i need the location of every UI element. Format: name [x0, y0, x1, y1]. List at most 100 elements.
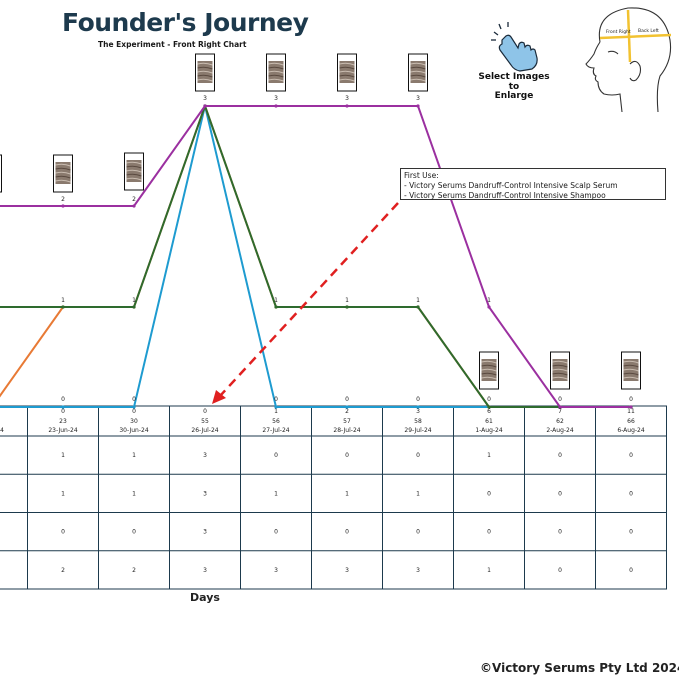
hair-thumbnail[interactable]	[0, 154, 2, 193]
table-cell: 0	[629, 567, 633, 574]
table-cell: 2	[132, 567, 136, 574]
axis-value-label: 0	[132, 408, 136, 415]
head-label-back-left: Back Left	[638, 28, 659, 34]
point-label: 0	[558, 396, 562, 403]
table-cell: 3	[203, 529, 207, 536]
series-point	[487, 305, 491, 309]
hair-thumbnail[interactable]	[550, 351, 570, 390]
series-point	[629, 405, 633, 409]
series-line	[0, 105, 631, 408]
table-cell: 3	[416, 567, 420, 574]
table-cell: 0	[558, 490, 562, 497]
x-axis-label: Days	[190, 591, 220, 604]
axis-value-label: 6	[487, 408, 491, 415]
table-cell: 0	[629, 529, 633, 536]
point-label: 2	[61, 196, 65, 203]
head-profile-icon: Front Right Back Left	[585, 7, 672, 113]
day-number-label: 58	[414, 418, 422, 425]
annotation-line-1: First Use:	[404, 171, 439, 180]
hair-thumbnail[interactable]	[479, 351, 499, 390]
pointing-hand-icon[interactable]	[486, 20, 542, 72]
first-use-annotation: First Use: - Victory Serums Dandruff-Con…	[400, 168, 666, 200]
point-label: 1	[487, 297, 491, 304]
table-cell: 3	[203, 452, 207, 459]
table-cell: 0	[558, 452, 562, 459]
table-cell: 3	[274, 567, 278, 574]
date-label: 23-Jun-24	[48, 427, 77, 434]
select-line-3: Enlarge	[494, 91, 534, 101]
date-label: 29-Jul-24	[404, 427, 431, 434]
axis-value-label: 3	[416, 408, 420, 415]
point-label: 1	[132, 297, 136, 304]
table-cell: 0	[629, 490, 633, 497]
table-cell: 3	[203, 490, 207, 497]
day-number-label: 57	[343, 418, 351, 425]
table-cell: 1	[61, 452, 65, 459]
point-label: 0	[416, 396, 420, 403]
table-cell: 0	[487, 490, 491, 497]
date-label: 6-Aug-24	[617, 427, 645, 434]
axis-value-label: 0	[61, 408, 65, 415]
date-label: 1-Aug-24	[475, 427, 503, 434]
hair-thumbnail[interactable]	[266, 53, 286, 92]
point-label: 1	[345, 297, 349, 304]
day-number-label: 55	[201, 418, 209, 425]
point-label: 1	[416, 297, 420, 304]
hair-thumbnail[interactable]	[337, 53, 357, 92]
table-cell: 0	[416, 529, 420, 536]
table-cell: 1	[61, 490, 65, 497]
table-cell: 1	[132, 452, 136, 459]
series-point	[416, 405, 420, 409]
series-point	[203, 104, 207, 108]
hair-thumbnail[interactable]	[408, 53, 428, 92]
day-number-label: 61	[485, 418, 493, 425]
select-line-1: Select Images	[478, 72, 550, 82]
point-label: 3	[416, 95, 420, 102]
series-point	[61, 204, 65, 208]
day-number-label: 66	[627, 418, 635, 425]
series-point	[345, 405, 349, 409]
annotation-line-3: - Victory Serums Dandruff-Control Intens…	[404, 191, 606, 200]
hair-thumbnail[interactable]	[621, 351, 641, 390]
table-cell: 1	[274, 490, 278, 497]
point-label: 1	[61, 297, 65, 304]
head-label-front-right: Front Right	[606, 29, 631, 35]
date-label: 30-Jun-24	[119, 427, 148, 434]
table-cell: 0	[558, 567, 562, 574]
point-label: 0	[61, 396, 65, 403]
point-label: 0	[274, 396, 278, 403]
page-subtitle: The Experiment - Front Right Chart	[98, 40, 247, 49]
table-cell: 1	[345, 490, 349, 497]
day-number-label: 56	[272, 418, 280, 425]
point-label: 3	[203, 95, 207, 102]
axis-value-label: 1	[274, 408, 278, 415]
day-number-label: 30	[130, 418, 138, 425]
table-cell: 0	[61, 529, 65, 536]
hair-thumbnail[interactable]	[124, 152, 144, 191]
series-point	[61, 405, 65, 409]
table-cell: 1	[487, 567, 491, 574]
hair-thumbnail[interactable]	[53, 154, 73, 193]
point-label: 0	[132, 396, 136, 403]
page-title: Founder's Journey	[62, 8, 309, 37]
date-label: 24	[0, 427, 4, 434]
series-point	[132, 405, 136, 409]
point-label: 3	[274, 95, 278, 102]
table-cell: 0	[274, 529, 278, 536]
series-point	[132, 204, 136, 208]
series-point	[274, 104, 278, 108]
point-label: 1	[274, 297, 278, 304]
series-point	[132, 305, 136, 309]
point-label: 0	[487, 396, 491, 403]
table-cell: 0	[487, 529, 491, 536]
point-label: 2	[132, 196, 136, 203]
point-label: 3	[345, 95, 349, 102]
series-point	[345, 305, 349, 309]
day-number-label: 23	[59, 418, 67, 425]
series-point	[416, 104, 420, 108]
series-point	[487, 405, 491, 409]
series-point	[274, 405, 278, 409]
series-point	[558, 405, 562, 409]
hair-thumbnail[interactable]	[195, 53, 215, 92]
